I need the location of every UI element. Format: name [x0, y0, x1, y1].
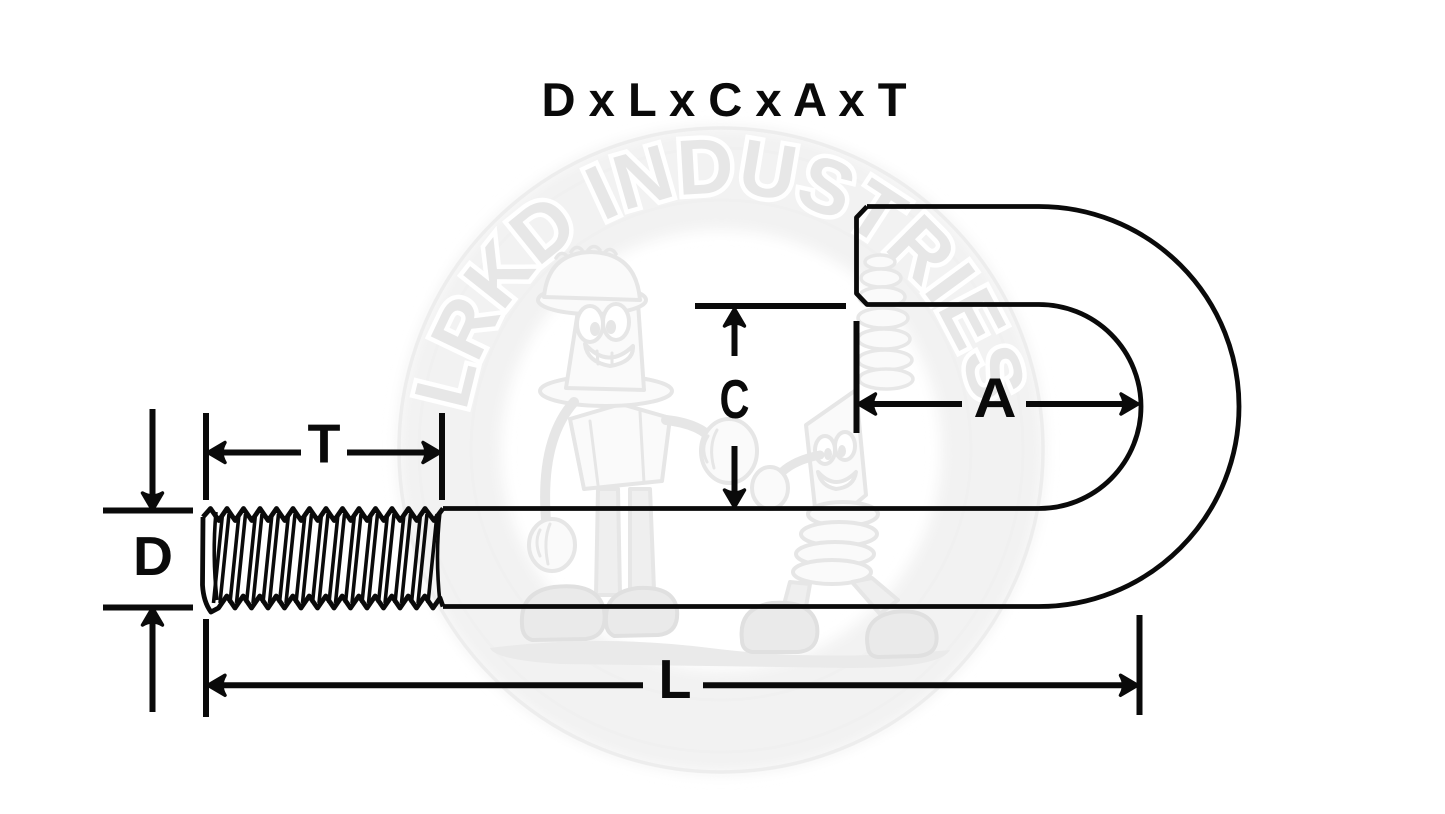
svg-text:T: T	[308, 413, 341, 475]
svg-text:C: C	[720, 368, 750, 430]
svg-text:D x L x C x A x T: D x L x C x A x T	[542, 74, 907, 127]
svg-text:L: L	[659, 648, 692, 710]
svg-text:D: D	[133, 525, 173, 587]
svg-text:A: A	[974, 366, 1017, 429]
